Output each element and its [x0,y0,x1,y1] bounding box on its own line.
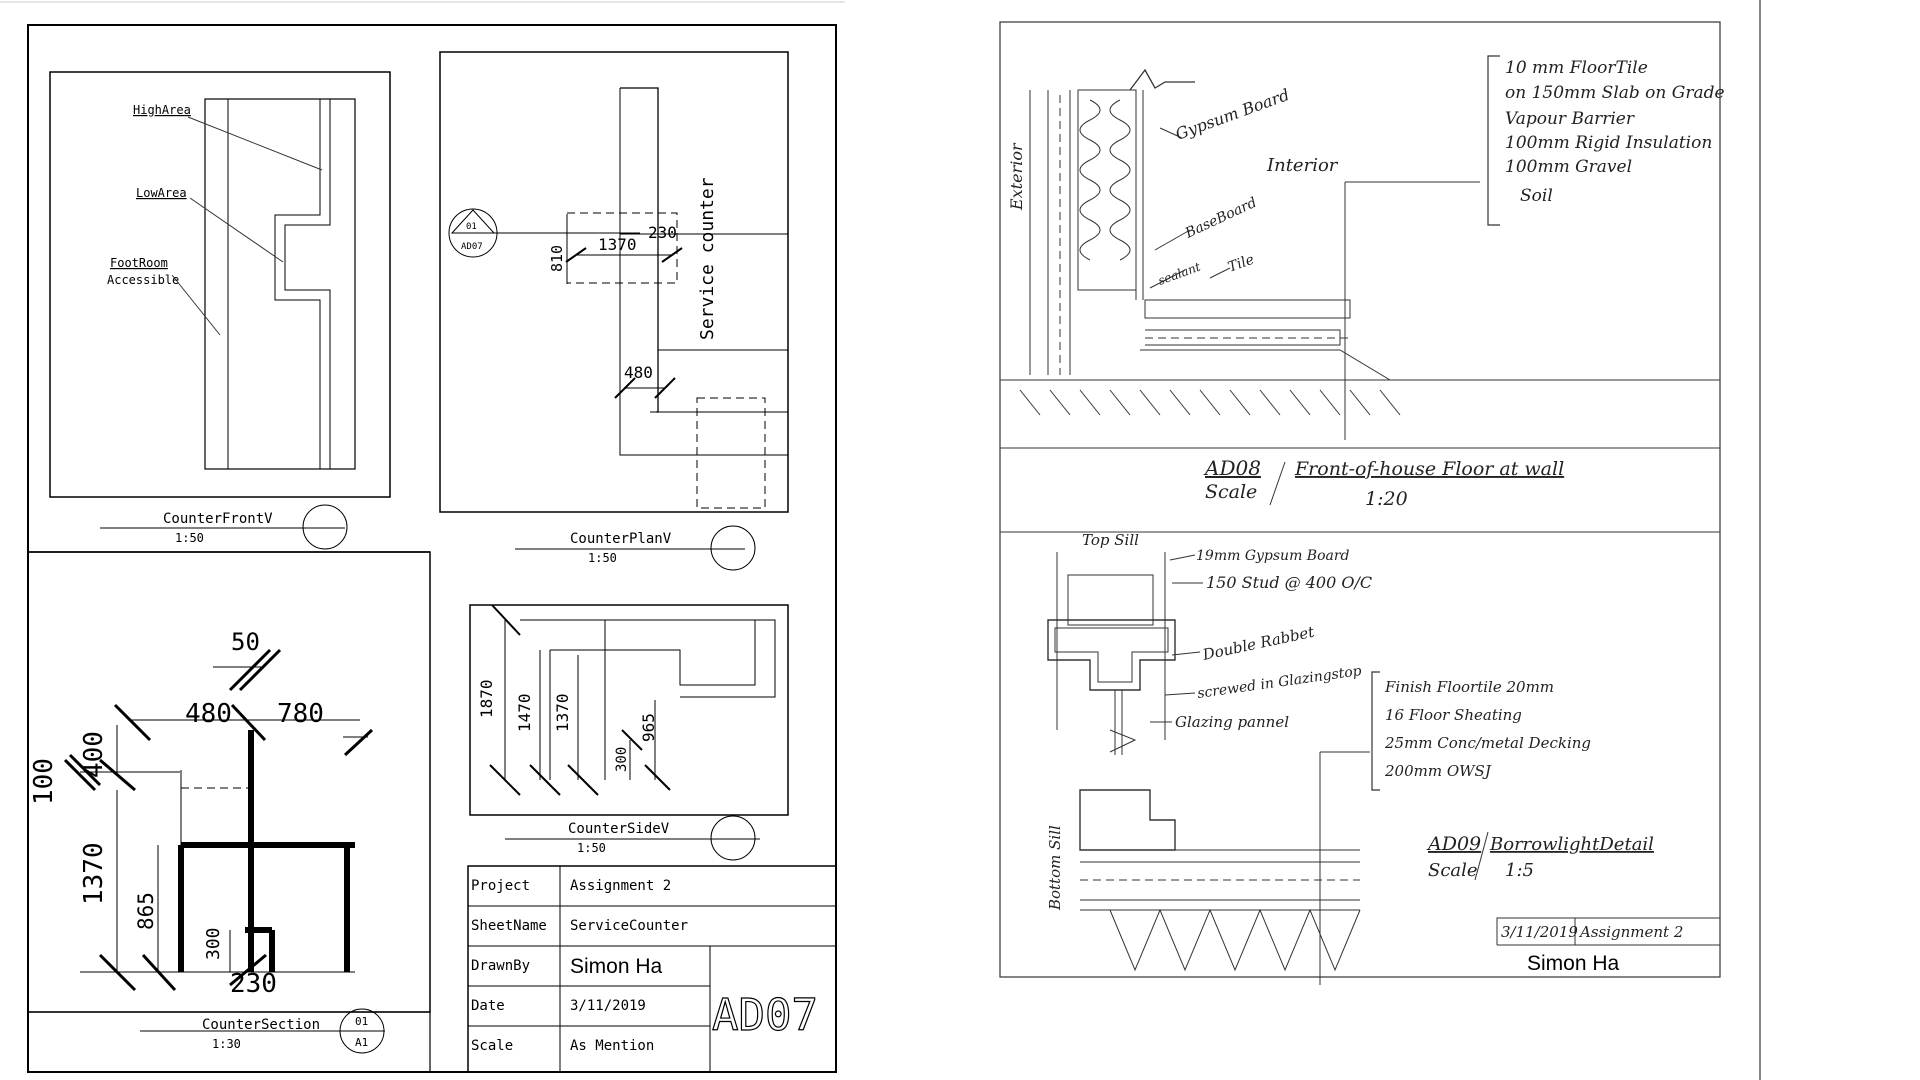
tb-sheetname-label: SheetName [471,918,547,934]
section-dim-300: 300 [203,927,224,960]
hand-sketch-sheet: Exterior Gypsum Board Interior BaseBoard… [999,0,1761,1080]
ad08-subtitle: Front-of-house Floor at wall [1294,458,1564,480]
tb-scale-value: As Mention [570,1038,654,1054]
section-title: CounterSection [202,1017,320,1033]
tile-label: Tile [1226,252,1256,276]
borrow-note-4: 200mm OWSJ [1384,762,1492,780]
interior-label: Interior [1266,155,1339,176]
title-block: Project Assignment 2 SheetName ServiceCo… [467,865,837,1073]
accessible-label: Accessible [107,273,179,287]
section-dim-480: 480 [185,699,232,729]
floor-note-3: Vapour Barrier [1505,109,1635,129]
floor-note-6: Soil [1520,186,1553,206]
counter-side-view: 1870 1470 1370 300 965 CounterSideV 1:50 [469,604,789,861]
section-dim-230: 230 [230,969,277,999]
section-dim-865: 865 [134,892,158,930]
tb-date-label: Date [471,998,505,1014]
baseboard-label: BaseBoard [1182,195,1259,242]
section-marker-bottom: A1 [355,1036,368,1049]
counter-front-view: HighArea LowArea FootRoom Accessible Cou… [49,71,391,550]
ad09-scale: 1:5 [1505,860,1534,881]
counter-section-view: 50 480 780 400 100 1370 865 300 230 Coun… [27,551,431,1073]
exterior-label: Exterior [1007,142,1026,211]
side-dim-965: 965 [639,713,658,742]
plan-dim-480: 480 [624,363,653,382]
sketch-border [999,21,1721,978]
low-area-label: LowArea [136,186,187,200]
glazing-panel-label: Glazing pannel [1175,713,1289,731]
service-counter-label: Service counter [697,177,718,340]
double-rabbet-label: Double Rabbet [1200,623,1317,665]
section-marker-top: 01 [466,222,477,232]
ad08-title: AD08 [1203,456,1261,480]
side-dim-300: 300 [614,747,630,772]
side-dim-1870: 1870 [477,679,496,718]
gypsum-board-label: Gypsum Board [1173,85,1292,144]
side-view-scale: 1:50 [577,841,606,855]
ad08-scale-label: Scale [1205,481,1257,503]
borrow-note-2: 16 Floor Sheating [1385,706,1522,724]
section-marker-top: 01 [355,1015,368,1028]
front-view-scale: 1:50 [175,531,204,545]
tb-date-value: 3/11/2019 [570,998,646,1014]
ad08-scale: 1:20 [1365,488,1408,510]
plan-dim-810: 810 [548,245,566,272]
section-dim-780: 780 [277,699,324,729]
view-marker [710,815,756,861]
tb-drawnby-value: Simon Ha [570,955,663,978]
view-marker [302,504,348,550]
floor-note-5: 100mm Gravel [1505,157,1632,177]
tb-project-value: Assignment 2 [570,878,671,894]
top-sill-label: Top Sill [1082,531,1139,549]
sealant-label: sealant [1156,260,1202,288]
foot-room-label: FootRoom [110,256,168,270]
sketch-title-block: 3/11/2019 Assignment 2 Simon Ha [1496,917,1720,975]
sheet-border [27,24,837,1073]
gypsum-19mm-label: 19mm Gypsum Board [1196,548,1350,564]
tb-project-label: Project [471,878,530,894]
bottom-sill-label: Bottom Sill [1046,825,1064,911]
section-marker [448,208,498,258]
tb-scale-label: Scale [471,1038,513,1054]
view-marker [710,525,756,571]
sketch-date: 3/11/2019 [1501,923,1578,941]
stud-label: 150 Stud @ 400 O/C [1206,573,1372,592]
cad-drawing-sheet: HighArea LowArea FootRoom Accessible Cou… [0,1,845,1073]
plan-view-title: CounterPlanV [570,531,672,547]
tb-drawnby-label: DrawnBy [471,958,530,974]
floor-note-2: on 150mm Slab on Grade [1505,83,1725,103]
sketch-drawn-by: Simon Ha [1527,952,1620,975]
sketch-project: Assignment 2 [1578,923,1683,941]
side-dim-1370: 1370 [553,693,572,732]
plan-view-scale: 1:50 [588,551,617,565]
ad09-scale-label: Scale [1428,860,1478,881]
side-dim-1470: 1470 [515,693,534,732]
floor-note-1: 10 mm FloorTile [1505,58,1648,78]
tb-sheetname-value: ServiceCounter [570,918,688,934]
counter-plan-view: 01 AD07 1370 230 810 480 Service counter… [439,51,789,571]
borrow-note-1: Finish Floortile 20mm [1384,678,1554,696]
floor-at-wall-detail: Exterior Gypsum Board Interior BaseBoard… [1000,55,1725,510]
glazing-stop-label: screwed in Glazingstop [1196,663,1362,702]
ad09-subtitle: BorrowlightDetail [1489,834,1654,855]
section-scale: 1:30 [212,1037,241,1051]
plan-dim-230: 230 [648,223,677,242]
high-area-label: HighArea [133,103,191,117]
sheet-number: AD07 [712,990,818,1041]
side-view-title: CounterSideV [568,821,670,837]
floor-note-4: 100mm Rigid Insulation [1505,133,1712,153]
section-dim-50: 50 [231,628,260,656]
section-dim-100: 100 [29,758,59,805]
section-marker-bottom: AD07 [461,242,483,252]
front-view-title: CounterFrontV [163,511,273,527]
borrow-light-detail: Top Sill 19mm Gypsum Board 150 Stud @ 40… [1046,531,1654,985]
borrow-note-3: 25mm Conc/metal Decking [1384,734,1591,752]
ad09-title: AD09 [1426,833,1481,855]
section-dim-400: 400 [79,731,109,778]
plan-dim-1370: 1370 [598,235,637,254]
section-dim-1370: 1370 [79,842,109,905]
